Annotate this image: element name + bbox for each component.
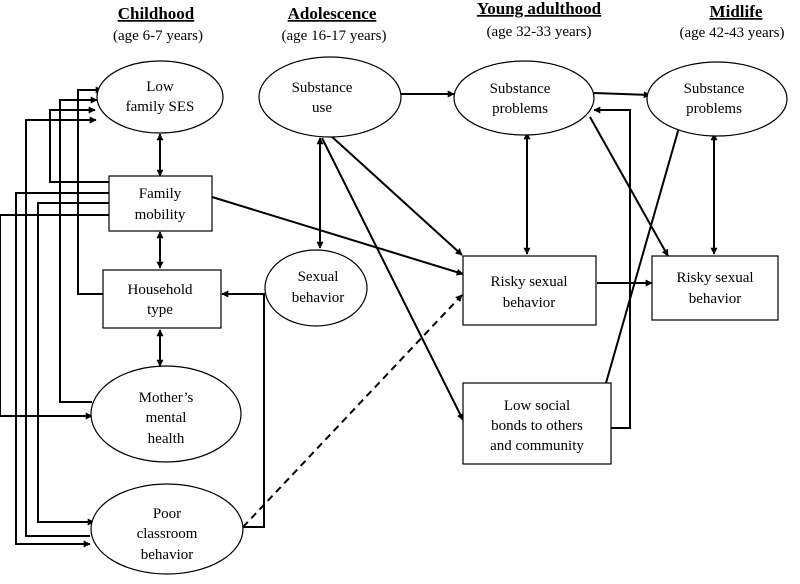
node-shape-ellipse xyxy=(453,60,595,136)
node-label-line: health xyxy=(148,431,185,447)
node-shape-rect xyxy=(108,175,213,232)
stage-subtitle-childhood: (age 6-7 years) xyxy=(113,28,203,44)
node-label-line: mental xyxy=(146,410,187,426)
node-substance-use: Substance use xyxy=(258,56,402,138)
node-label-line: and community xyxy=(490,438,584,454)
stage-title-childhood: Childhood xyxy=(118,4,195,23)
node-label-line: classroom xyxy=(137,526,198,542)
node-substance-problems-young-adulthood: Substance problems xyxy=(453,60,595,136)
node-label-line: Substance xyxy=(684,81,745,97)
edge-mobility-mental-health xyxy=(0,214,109,420)
node-shape-ellipse xyxy=(90,365,242,463)
node-family-mobility: Family mobility xyxy=(108,175,213,232)
edge-classroom-ses xyxy=(25,116,97,537)
node-shape-rect xyxy=(102,269,222,329)
node-label-line: Family xyxy=(139,186,182,202)
node-label-line: mobility xyxy=(135,207,186,223)
edge-classroom-risky-ya-dashed xyxy=(242,294,463,528)
node-substance-problems-midlife: Substance problems xyxy=(646,61,788,137)
edges xyxy=(0,86,718,548)
edge-substance-use-social-bonds xyxy=(321,137,464,421)
stage-header-adolescence: Adolescence (age 16-17 years) xyxy=(282,4,387,44)
edge-mental-health-ses xyxy=(59,96,98,403)
node-shape-ellipse xyxy=(646,61,788,137)
node-label-line: Low xyxy=(146,79,174,95)
edge-substprob-ya-ml xyxy=(593,91,651,99)
node-label-line: bonds to others xyxy=(491,418,583,434)
node-shape-ellipse xyxy=(258,56,402,138)
node-label-line: Low social xyxy=(504,398,570,414)
node-low-family-ses: Low family SES xyxy=(96,60,224,134)
edge-mobility-classroom xyxy=(15,192,109,548)
node-label-line: Substance xyxy=(490,81,551,97)
node-label-line: problems xyxy=(492,101,548,117)
node-mothers-mental-health: Mother’s mental health xyxy=(90,365,242,463)
node-label-line: Poor xyxy=(153,506,181,522)
stage-title-midlife: Midlife xyxy=(710,2,763,21)
node-label-line: type xyxy=(147,302,173,318)
node-shape-rect xyxy=(462,382,612,465)
node-label-line: problems xyxy=(686,101,742,117)
edge-household-ses xyxy=(77,86,109,295)
node-label-line: Risky sexual xyxy=(676,270,753,286)
node-shape-rect xyxy=(462,255,597,326)
edge-mobility-ses xyxy=(49,106,109,183)
node-low-social-bonds: Low social bonds to others and community xyxy=(462,382,612,465)
node-label-line: Household xyxy=(128,282,193,298)
stage-header-young-adulthood: Young adulthood (age 32-33 years) xyxy=(477,0,602,40)
stage-title-young-adulthood: Young adulthood xyxy=(477,0,602,18)
node-shape-ellipse xyxy=(90,483,244,575)
node-label-line: Risky sexual xyxy=(490,274,567,290)
node-shape-ellipse xyxy=(264,249,368,327)
edge-classroom-household xyxy=(221,290,265,528)
node-label-line: use xyxy=(312,100,332,116)
node-label-line: behavior xyxy=(292,290,344,306)
node-label-line: Sexual xyxy=(298,269,339,285)
node-poor-classroom-behavior: Poor classroom behavior xyxy=(90,483,244,575)
node-label-line: Substance xyxy=(292,80,353,96)
edge-mobility-classroom-2 xyxy=(37,202,109,526)
node-label-line: behavior xyxy=(689,291,741,307)
stage-title-adolescence: Adolescence xyxy=(288,4,377,23)
stage-header-midlife: Midlife (age 42-43 years) xyxy=(680,2,785,41)
node-label-line: Mother’s xyxy=(139,390,194,406)
stage-subtitle-young-adulthood: (age 32-33 years) xyxy=(487,24,592,40)
node-shape-rect xyxy=(651,255,779,321)
node-risky-sexual-behavior-midlife: Risky sexual behavior xyxy=(651,255,779,321)
node-label-line: behavior xyxy=(503,295,555,311)
stage-header-childhood: Childhood (age 6-7 years) xyxy=(113,4,203,44)
node-shape-ellipse xyxy=(96,60,224,134)
stage-subtitle-adolescence: (age 16-17 years) xyxy=(282,28,387,44)
edge-substance-use-risky-ya xyxy=(329,134,463,256)
node-risky-sexual-behavior-young-adulthood: Risky sexual behavior xyxy=(462,255,597,326)
node-sexual-behavior: Sexual behavior xyxy=(264,249,368,327)
node-label-line: family SES xyxy=(126,99,195,115)
stage-subtitle-midlife: (age 42-43 years) xyxy=(680,25,785,41)
node-household-type: Household type xyxy=(102,269,222,329)
edge-social-bonds-substprob-ya xyxy=(593,106,631,429)
edge-social-bonds-substprob-ml xyxy=(603,123,682,391)
edge-mobility-risky-ya xyxy=(211,196,464,276)
node-label-line: behavior xyxy=(141,547,193,563)
